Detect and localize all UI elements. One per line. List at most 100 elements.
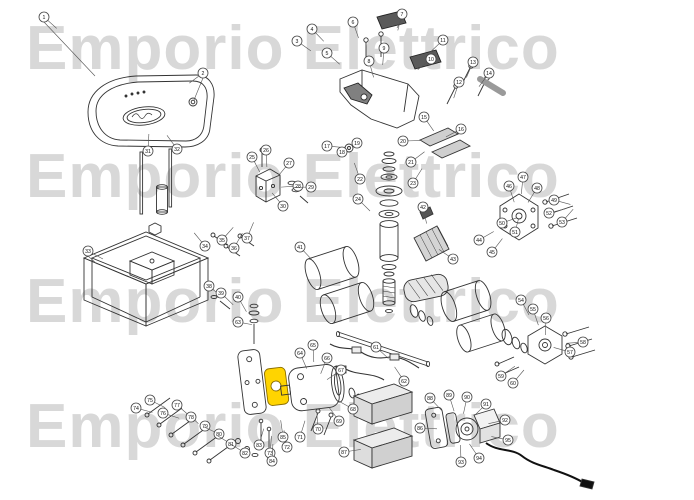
leader-line bbox=[469, 443, 477, 455]
washer bbox=[426, 316, 434, 326]
washer bbox=[418, 310, 426, 322]
leader-line bbox=[370, 65, 374, 78]
leader-line bbox=[523, 304, 530, 316]
callout-number: 1 bbox=[43, 15, 46, 21]
callout-11 bbox=[437, 34, 449, 46]
callout-number: 41 bbox=[297, 245, 303, 251]
leader-line bbox=[236, 233, 243, 244]
callout-85 bbox=[277, 431, 289, 443]
part-shape bbox=[248, 310, 260, 316]
callout-number: 66 bbox=[324, 356, 330, 362]
callout-number: 61 bbox=[373, 345, 379, 351]
callout-number: 44 bbox=[476, 238, 482, 244]
leader-line bbox=[337, 400, 349, 407]
callout-40 bbox=[232, 291, 244, 303]
part-shape bbox=[258, 185, 264, 191]
callout-82 bbox=[239, 447, 251, 459]
callout-27 bbox=[283, 157, 295, 169]
power-cord bbox=[485, 442, 585, 484]
callout-7 bbox=[396, 8, 408, 20]
leader-line bbox=[417, 61, 428, 70]
part-shape bbox=[468, 340, 503, 353]
part-shape bbox=[151, 260, 175, 285]
callout-62 bbox=[398, 375, 410, 387]
part-shape bbox=[497, 356, 515, 365]
screw-head bbox=[223, 243, 229, 249]
callout-5 bbox=[321, 47, 333, 59]
part-shape bbox=[156, 209, 168, 215]
washer bbox=[409, 304, 419, 318]
release-bracket bbox=[339, 69, 420, 129]
part-shape bbox=[299, 195, 309, 204]
callout-51 bbox=[509, 226, 521, 238]
part-shape bbox=[280, 384, 292, 396]
callout-number: 94 bbox=[476, 456, 482, 462]
part-shape bbox=[249, 303, 259, 309]
screw-head bbox=[378, 31, 384, 37]
callout-19 bbox=[351, 137, 363, 149]
leader-line bbox=[154, 401, 166, 408]
callout-13 bbox=[467, 56, 479, 68]
callout-number: 76 bbox=[160, 411, 166, 417]
screw-head bbox=[144, 412, 150, 418]
part-shape bbox=[443, 280, 479, 293]
callout-29 bbox=[305, 181, 317, 193]
washer bbox=[348, 387, 356, 399]
cylinder bbox=[440, 291, 458, 322]
callout-number: 46 bbox=[506, 184, 512, 190]
part-shape bbox=[431, 412, 437, 418]
callout-35 bbox=[216, 234, 228, 246]
callout-3 bbox=[291, 35, 303, 47]
leader-line bbox=[240, 301, 247, 312]
callout-57 bbox=[564, 346, 576, 358]
leader-line bbox=[43, 21, 96, 77]
callout-number: 69 bbox=[336, 419, 342, 425]
screw-head bbox=[548, 223, 554, 229]
callout-number: 60 bbox=[510, 381, 516, 387]
part-shape bbox=[511, 208, 527, 224]
callout-54 bbox=[515, 294, 527, 306]
callout-32 bbox=[171, 143, 183, 155]
stud bbox=[139, 151, 144, 215]
callout-number: 31 bbox=[145, 149, 151, 155]
part-shape bbox=[382, 278, 396, 284]
callout-number: 22 bbox=[357, 177, 363, 183]
callout-number: 17 bbox=[324, 144, 330, 150]
leader-line bbox=[348, 449, 361, 452]
leader-line bbox=[504, 365, 516, 374]
callout-number: 18 bbox=[339, 150, 345, 156]
callout-37 bbox=[241, 232, 253, 244]
leader-line bbox=[527, 192, 535, 203]
callout-63 bbox=[232, 316, 244, 328]
callout-number: 5 bbox=[326, 51, 329, 57]
leader-line bbox=[445, 131, 457, 138]
callout-number: 58 bbox=[580, 340, 586, 346]
callout-43 bbox=[447, 253, 459, 265]
leader-line bbox=[488, 420, 501, 424]
leader-line bbox=[166, 135, 175, 146]
callout-number: 28 bbox=[295, 184, 301, 190]
leader-line bbox=[254, 161, 261, 173]
callout-number: 14 bbox=[486, 71, 492, 77]
callout-46 bbox=[503, 180, 515, 192]
part-shape bbox=[332, 310, 371, 324]
screw-head bbox=[168, 432, 174, 438]
leader-line bbox=[423, 211, 427, 224]
part-shape bbox=[381, 158, 397, 164]
part-shape bbox=[383, 151, 395, 157]
callout-45 bbox=[486, 246, 498, 258]
callout-number: 75 bbox=[147, 398, 153, 404]
leader-line bbox=[216, 434, 227, 442]
part-shape bbox=[136, 91, 140, 95]
callout-number: 42 bbox=[420, 205, 426, 211]
leader-line bbox=[510, 190, 515, 203]
screw-head bbox=[192, 450, 198, 456]
part-shape bbox=[538, 338, 552, 352]
callout-22 bbox=[354, 173, 366, 185]
callout-33 bbox=[82, 245, 94, 257]
leader-line bbox=[515, 369, 525, 380]
part-shape bbox=[479, 422, 501, 444]
cylinder bbox=[456, 324, 472, 353]
screw-head bbox=[315, 408, 321, 414]
